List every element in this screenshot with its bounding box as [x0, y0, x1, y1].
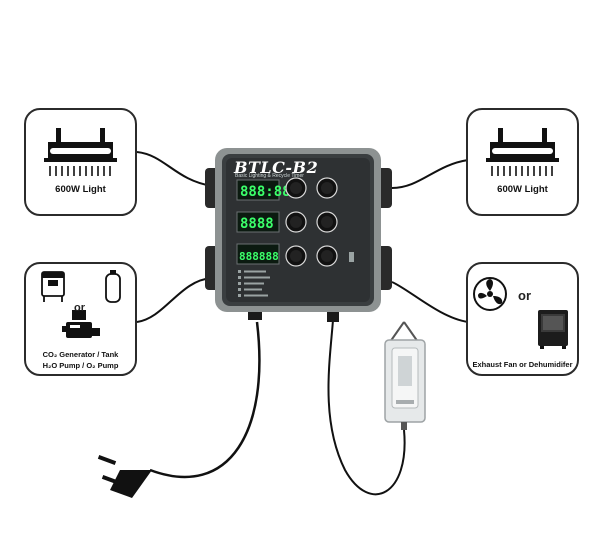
display-3: 888888 [239, 250, 279, 263]
co2-tank-icon [105, 270, 121, 303]
wire-bottom-right [391, 281, 469, 323]
top-right-label: 600W Light [497, 184, 548, 195]
wire-top-right [391, 159, 469, 189]
status-legend [238, 270, 270, 297]
dehumidifier-icon [538, 310, 568, 349]
bottom-left-icons [41, 270, 121, 338]
sensor-cable [327, 319, 406, 496]
wire-top-left [136, 151, 213, 187]
sensor-connector [327, 312, 339, 322]
knob-2 [316, 177, 338, 199]
bottom-right-label: Exhaust Fan or Dehumidifer [472, 360, 573, 369]
exhaust-fan-icon [473, 277, 507, 311]
water-pump-icon [62, 310, 100, 338]
display-1: 888:88 [240, 184, 291, 200]
bottom-left-or: or [74, 302, 85, 314]
box-bottom-right: or Exhaust Fan or Dehumidifer [466, 262, 579, 376]
device-subtitle: Basic Lighting & Recycle Timer [235, 173, 304, 179]
knob-4 [316, 211, 338, 233]
co2-generator-icon [41, 271, 65, 302]
grow-light-icon [486, 128, 559, 176]
display-1-frame [236, 179, 280, 201]
power-connector [248, 312, 262, 320]
knobs [285, 177, 338, 267]
box-top-right: 600W Light [466, 108, 579, 216]
top-left-label: 600W Light [55, 184, 106, 195]
knob-3 [285, 211, 307, 233]
display-2: 8888 [240, 216, 274, 232]
power-cord [149, 321, 261, 479]
device-title: BTLC-B2 [234, 158, 319, 177]
knob-1 [285, 177, 307, 199]
knob-5 [285, 245, 307, 267]
box-top-left: 600W Light [24, 108, 137, 216]
mode-switch [349, 252, 354, 262]
display-3-frame [236, 243, 280, 265]
wire-bottom-left [136, 277, 213, 323]
grow-light-icon [44, 128, 117, 176]
bottom-left-label-1: CO₂ Generator / Tank [42, 350, 119, 359]
box-bottom-left: or CO₂ Generator / Tank H₂O Pump / O₂ Pu… [24, 262, 137, 376]
bottom-left-label-2: H₂O Pump / O₂ Pump [42, 361, 119, 370]
bottom-right-or: or [518, 288, 531, 303]
bottom-right-icons [473, 277, 568, 349]
display-2-frame [236, 211, 280, 233]
knob-6 [316, 245, 338, 267]
